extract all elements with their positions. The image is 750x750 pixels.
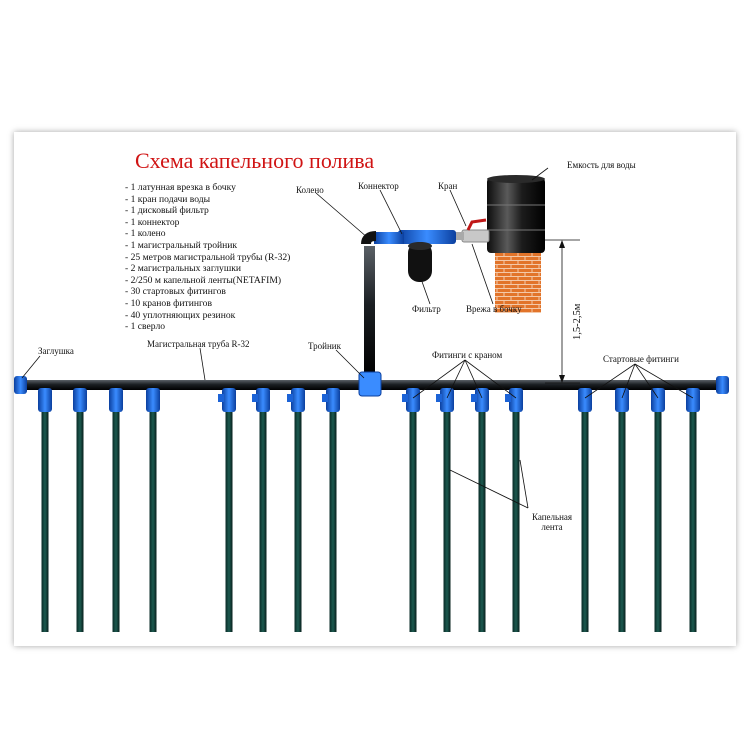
valve-fitting (475, 388, 489, 412)
parts-list-item: - 1 кран подачи воды (125, 193, 211, 205)
drip-tape (689, 410, 697, 632)
parts-list: - 1 латунная врезка в бочку - 1 кран под… (125, 182, 290, 333)
label-connector: Коннектор (358, 181, 399, 191)
label-valve: Кран (438, 181, 458, 191)
tee-fitting (358, 371, 382, 397)
label-filter: Фильтр (412, 304, 441, 314)
label-tee: Тройник (308, 341, 341, 351)
label-drip-tape-line2: лента (541, 522, 563, 532)
label-water-tank: Емкость для воды (567, 160, 636, 170)
start-fitting (686, 388, 700, 412)
valve-fitting (440, 388, 454, 412)
valve-handle-icon (471, 394, 477, 402)
label-main-pipe: Магистральная труба R-32 (147, 339, 250, 349)
brick-stand (495, 253, 541, 313)
valve-handle-icon (287, 394, 293, 402)
start-fitting (109, 388, 123, 412)
valve-handle-icon (252, 394, 258, 402)
drip-tape (443, 410, 451, 632)
brass-insert-and-valve (454, 218, 490, 243)
parts-list-item: - 1 коннектор (125, 216, 180, 228)
label-drip-tape-line1: Капельная (531, 512, 573, 522)
valve-fitting (406, 388, 420, 412)
drip-tape (259, 410, 267, 632)
drip-tape (654, 410, 662, 632)
valve-handle-icon (505, 394, 511, 402)
valve-fitting (326, 388, 340, 412)
parts-list-item: - 1 колено (125, 228, 166, 240)
valve-fitting (256, 388, 270, 412)
start-fitting (615, 388, 629, 412)
water-tank (487, 175, 545, 253)
valve-handle-icon (218, 394, 224, 402)
parts-list-item: - 30 стартовых фитингов (125, 286, 226, 298)
end-plug-left (14, 376, 27, 394)
label-height: 1,5-2,5м (572, 303, 583, 340)
label-elbow: Колено (296, 185, 324, 195)
end-plug-right (716, 376, 729, 394)
leader-lines (21, 167, 694, 509)
disc-filter (398, 230, 456, 282)
drip-tape (112, 410, 120, 632)
parts-list-item: - 2 магистральных заглушки (125, 263, 242, 275)
parts-list-item: - 1 латунная врезка в бочку (125, 182, 236, 193)
drip-tape (478, 410, 486, 632)
start-fitting (38, 388, 52, 412)
parts-list-item: - 10 кранов фитингов (125, 297, 212, 309)
drip-tape (329, 410, 337, 632)
parts-list-item: - 1 сверло (125, 321, 166, 333)
valve-handle-icon (402, 394, 408, 402)
elbow-connector (361, 231, 404, 245)
drip-tape (149, 410, 157, 632)
drip-tape (581, 410, 589, 632)
riser-pipe (364, 246, 375, 376)
height-dimension (545, 239, 580, 384)
parts-list-item: - 2/250 м капельной ленты(NETAFIM) (125, 274, 282, 286)
start-fitting (651, 388, 665, 412)
valve-handle-icon (436, 394, 442, 402)
drip-tape (76, 410, 84, 632)
label-start-fittings: Стартовые фитинги (603, 354, 679, 364)
valve-handle-icon (322, 394, 328, 402)
valve-fitting (509, 388, 523, 412)
drip-tape (409, 410, 417, 632)
start-fitting (146, 388, 160, 412)
diagram-title: Схема капельного полива (135, 148, 375, 173)
start-fitting (73, 388, 87, 412)
drip-tape (41, 410, 49, 632)
parts-list-item: - 1 магистральный тройник (125, 239, 238, 251)
valve-fitting (222, 388, 236, 412)
drip-tape (225, 410, 233, 632)
label-tank-insert: Врежа в бочку (466, 304, 522, 314)
drip-tape (618, 410, 626, 632)
parts-list-item: - 1 дисковый фильтр (125, 205, 209, 217)
label-drip-tape: Капельная лента (528, 512, 576, 532)
drip-tape (512, 410, 520, 632)
parts-list-item: - 40 уплотняющих резинок (125, 309, 236, 321)
label-plug: Заглушка (38, 346, 74, 356)
drip-tape (294, 410, 302, 632)
drip-tapes-group (38, 388, 700, 632)
label-valve-fittings: Фитинги с краном (432, 350, 503, 360)
start-fitting (578, 388, 592, 412)
parts-list-item: - 25 метров магистральной трубы (R-32) (125, 251, 291, 263)
valve-fitting (291, 388, 305, 412)
